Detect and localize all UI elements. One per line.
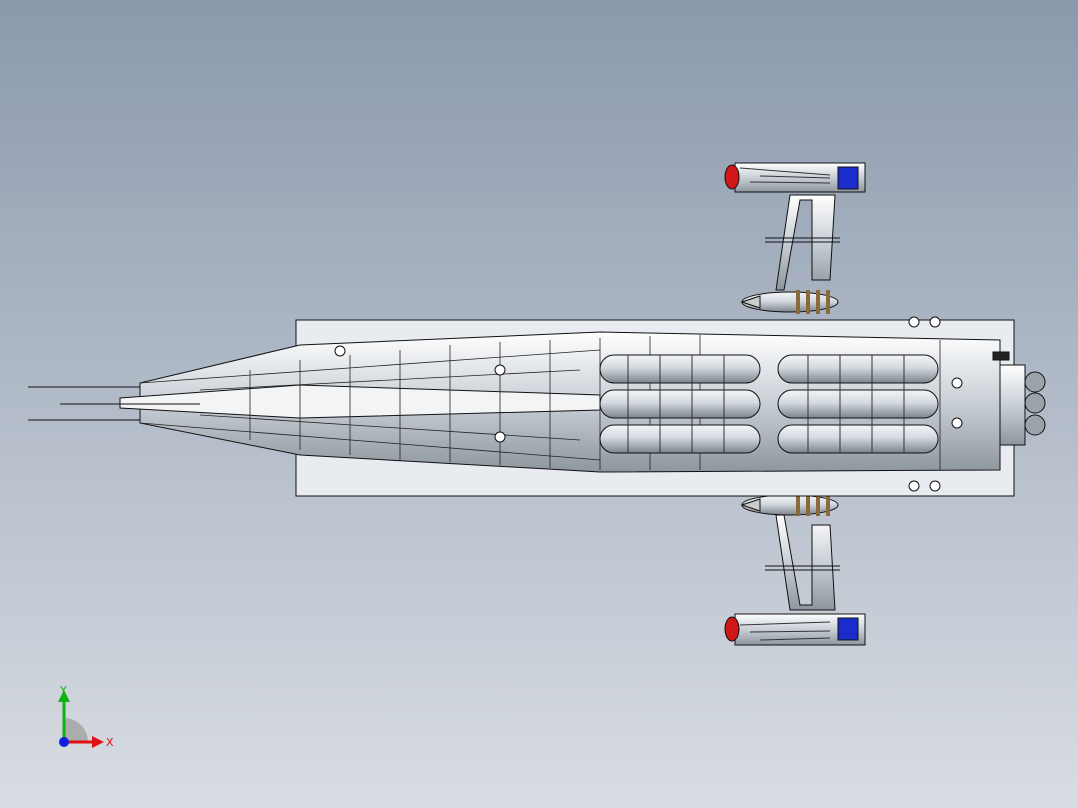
- y-axis-label: Y: [59, 684, 67, 697]
- fuel-tank-array[interactable]: [599, 354, 939, 454]
- engine-red-glow: [724, 164, 740, 190]
- z-axis-dot: [59, 737, 69, 747]
- upper-wing-nacelle[interactable]: [724, 162, 866, 314]
- triad-arc: [64, 718, 88, 742]
- lower-wing-nacelle[interactable]: [724, 492, 866, 646]
- axis-triad: Y X: [58, 684, 114, 749]
- engine-blue-exhaust: [837, 166, 859, 190]
- engine-red-glow: [724, 616, 740, 642]
- engine-blue-exhaust: [837, 617, 859, 641]
- x-axis-label: X: [106, 736, 114, 749]
